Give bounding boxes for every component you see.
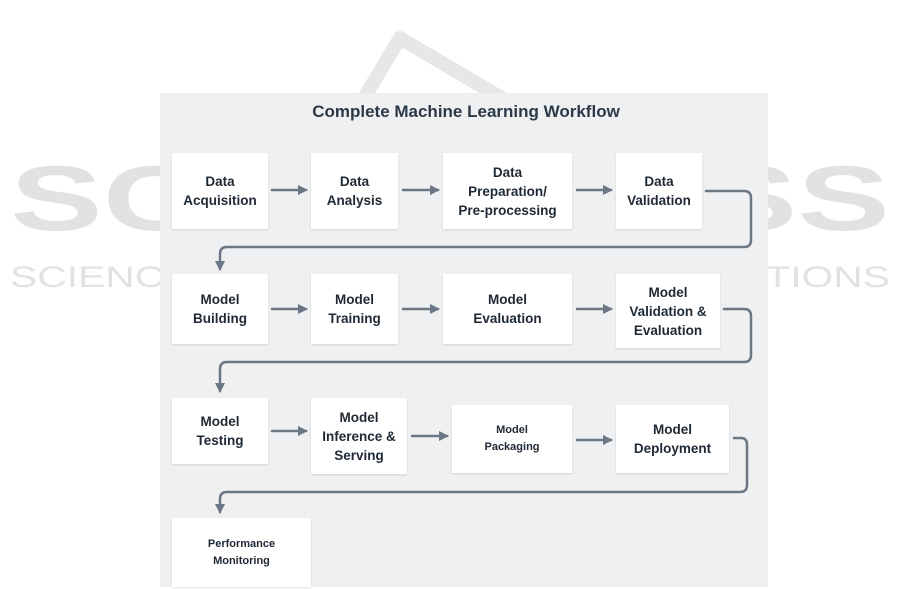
step-label: Data Validation <box>627 174 691 208</box>
step-data-preparation: Data Preparation/ Pre-processing <box>443 153 572 229</box>
step-model-validation-evaluation: Model Validation & Evaluation <box>616 274 720 348</box>
step-model-testing: Model Testing <box>172 398 268 464</box>
step-data-acquisition: Data Acquisition <box>172 153 268 229</box>
diagram-title: Complete Machine Learning Workflow <box>312 102 620 121</box>
step-model-training: Model Training <box>311 274 398 344</box>
step-label: Model Evaluation <box>473 292 542 326</box>
step-label: Model Testing <box>196 414 244 448</box>
step-label: Model Packaging <box>484 424 540 453</box>
step-performance-monitoring: Performance Monitoring <box>172 518 311 587</box>
step-data-validation: Data Validation <box>616 153 702 229</box>
step-label: Model Training <box>328 292 381 326</box>
step-label: Model Validation & Evaluation <box>629 284 707 338</box>
step-model-inference-serving: Model Inference & Serving <box>311 398 407 474</box>
step-label: Model Inference & Serving <box>322 409 396 463</box>
step-label: Data Preparation/ Pre-processing <box>458 164 557 218</box>
step-label: Performance Monitoring <box>207 537 276 567</box>
step-model-packaging: Model Packaging <box>452 405 572 473</box>
step-data-analysis: Data Analysis <box>311 153 398 229</box>
step-model-deployment: Model Deployment <box>616 405 729 473</box>
step-label: Data Acquisition <box>183 174 257 208</box>
step-label: Data Analysis <box>326 174 383 208</box>
step-model-evaluation: Model Evaluation <box>443 274 572 344</box>
step-label: Model Building <box>193 292 247 326</box>
step-label: Model Deployment <box>633 422 712 456</box>
step-model-building: Model Building <box>172 274 268 344</box>
